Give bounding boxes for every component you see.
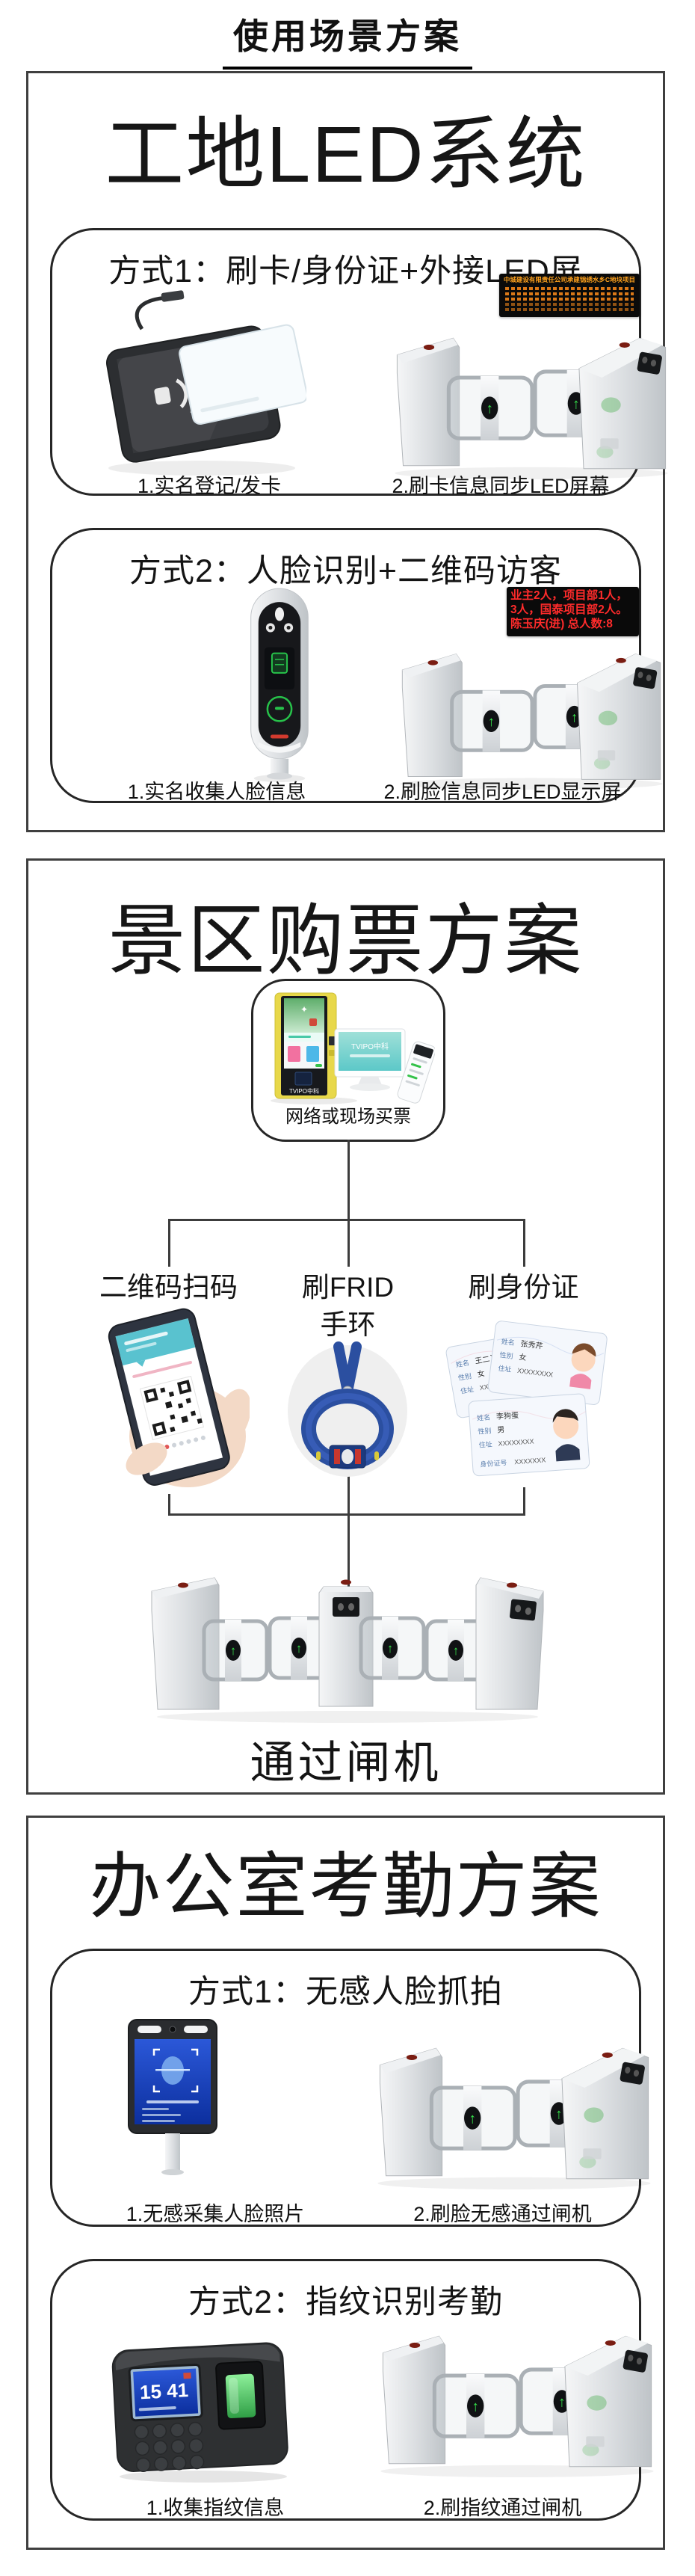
face-recognition-pole-illustration — [250, 588, 309, 782]
led1-row — [505, 307, 634, 311]
card3-address-label: 住址 — [478, 1439, 492, 1448]
card1-address-label: 住址 — [460, 1385, 475, 1395]
branch-label-rfid-line1: 刷FRID — [301, 1272, 395, 1303]
connector-line — [348, 1454, 350, 1516]
office-method2-caption2: 2.刷指纹通过闸机 — [423, 2497, 582, 2519]
connector-line — [348, 1513, 350, 1597]
office-method1-box: 方式1：无感人脸抓拍 — [50, 1949, 641, 2227]
connector-line — [168, 1219, 525, 1221]
branch-label-idcard: 刷身份证 — [468, 1272, 579, 1303]
construction-method2-label: 方式2：人脸识别+二维码访客 — [129, 553, 563, 589]
construction-method2-box: 方式2：人脸识别+二维码访客 — [50, 528, 641, 803]
clock-time-text: 15 41 — [139, 2379, 189, 2403]
office-method2-caption1: 1.收集指纹信息 — [146, 2497, 285, 2519]
buy-ticket-caption: 网络或现场买票 — [285, 1107, 411, 1127]
kiosk-brand-text: TVIPO中科 — [289, 1087, 319, 1095]
connector-line — [168, 1219, 170, 1267]
card1-name-label: 姓名 — [455, 1358, 470, 1368]
card3-name-label: 姓名 — [477, 1413, 491, 1421]
rfid-wristband-illustration — [288, 1341, 407, 1477]
section-scenic-ticketing: 景区购票方案 ✦ TVIPO中科 — [26, 858, 665, 1795]
turnstile-gate-illustration — [368, 2323, 667, 2478]
fingerprint-machine-illustration: 15 41 — [111, 2342, 288, 2483]
turnstile-gate-illustration — [383, 325, 679, 480]
gate-caption: 通过闸机 — [250, 1738, 442, 1788]
led1-row — [505, 292, 634, 295]
connector-line — [348, 1140, 350, 1220]
led-screen-construction: 中城建设有限责任公司承建锦绣水乡C地块项目 — [499, 274, 640, 317]
led1-row — [505, 297, 634, 301]
section-construction-led: 工地LED系统 方式1：刷卡/身份证+外接LED屏 — [26, 71, 665, 832]
card3-id-label: 身份证号 — [480, 1458, 507, 1468]
card1-gender: 女 — [477, 1368, 486, 1380]
face-terminal-illustration — [106, 2017, 239, 2180]
monitor-brand-text: TVIPO中科 — [351, 1042, 389, 1051]
qr-phone-illustration — [94, 1306, 250, 1494]
card3-name: 李狗蛋 — [496, 1410, 519, 1421]
office-method1-caption1: 1.无感采集人脸照片 — [126, 2203, 305, 2225]
branch-label-rfid: 刷FRID 手环 — [268, 1269, 428, 1344]
card2-address-label: 住址 — [498, 1364, 512, 1374]
office-method2-label: 方式2：指纹识别考勤 — [188, 2284, 503, 2320]
connector-line — [348, 1219, 350, 1267]
section-title-office: 办公室考勤方案 — [89, 1847, 602, 1927]
office-method2-box: 方式2：指纹识别考勤 15 41 — [50, 2259, 641, 2521]
connector-line — [168, 1513, 525, 1516]
section-title-construction: 工地LED系统 — [105, 111, 587, 199]
led2-line3: 陈玉庆(进) 总人数:8 — [510, 617, 613, 630]
turnstile-gate-illustration — [386, 641, 677, 790]
construction-method2-caption1: 1.实名收集人脸信息 — [127, 781, 306, 803]
construction-method1-box: 方式1：刷卡/身份证+外接LED屏 — [50, 228, 641, 497]
card3-gender-label: 性别 — [478, 1426, 492, 1435]
led2-line1: 业主2人，项目部1人， — [510, 589, 628, 602]
card2-name-label: 姓名 — [501, 1337, 515, 1347]
construction-method1-caption1: 1.实名登记/发卡 — [137, 475, 282, 497]
led2-line2: 3人，国泰项目部2人。 — [510, 603, 628, 616]
connector-line — [523, 1219, 525, 1267]
buy-ticket-box: ✦ TVIPO中科 TVIPO中科 — [251, 979, 445, 1142]
card1-gender-label: 性别 — [457, 1371, 472, 1382]
led1-row — [505, 302, 634, 306]
turnstile-gate-illustration — [365, 2035, 664, 2190]
section-office-attendance: 办公室考勤方案 方式1：无感人脸抓拍 — [26, 1816, 665, 2550]
card3-address: XXXXXXXX — [498, 1437, 534, 1447]
card2-name: 张秀芹 — [520, 1339, 543, 1351]
triple-turnstile-illustration — [146, 1567, 549, 1724]
led1-header-text: 中城建设有限责任公司承建锦绣水乡C地块项目 — [503, 276, 636, 283]
card2-gender-label: 性别 — [499, 1350, 513, 1360]
branch-label-qr: 二维码扫码 — [99, 1272, 238, 1303]
card3-gender: 男 — [497, 1425, 505, 1435]
svg-text:✦: ✦ — [300, 1004, 308, 1015]
section-title-scenic: 景区购票方案 — [108, 898, 584, 985]
construction-method1-caption2: 2.刷卡信息同步LED屏幕 — [392, 475, 610, 497]
construction-method2-caption2: 2.刷脸信息同步LED显示屏 — [383, 781, 622, 803]
ticket-kiosk-illustration: ✦ TVIPO中科 TVIPO中科 — [271, 992, 435, 1104]
card3-id: XXXXXXX — [514, 1456, 546, 1466]
id-cards-illustration: 姓名 王二丫 性别 女 住址 XXXXXXXX 姓名 张秀芹 性别 女 住址 X… — [445, 1317, 608, 1487]
page-title: 使用场景方案 — [223, 4, 472, 70]
led1-row — [505, 286, 634, 290]
page-title-wrap: 使用场景方案 — [0, 4, 695, 70]
office-method1-caption2: 2.刷脸无感通过闸机 — [413, 2203, 592, 2225]
card-reader-illustration — [106, 290, 306, 476]
card2-gender: 女 — [519, 1352, 528, 1362]
office-method1-label: 方式1：无感人脸抓拍 — [188, 1974, 503, 2010]
led-screen-visitor: 业主2人，项目部1人， 3人，国泰项目部2人。 陈玉庆(进) 总人数:8 — [507, 587, 639, 636]
branch-label-rfid-line2: 手环 — [320, 1309, 376, 1340]
